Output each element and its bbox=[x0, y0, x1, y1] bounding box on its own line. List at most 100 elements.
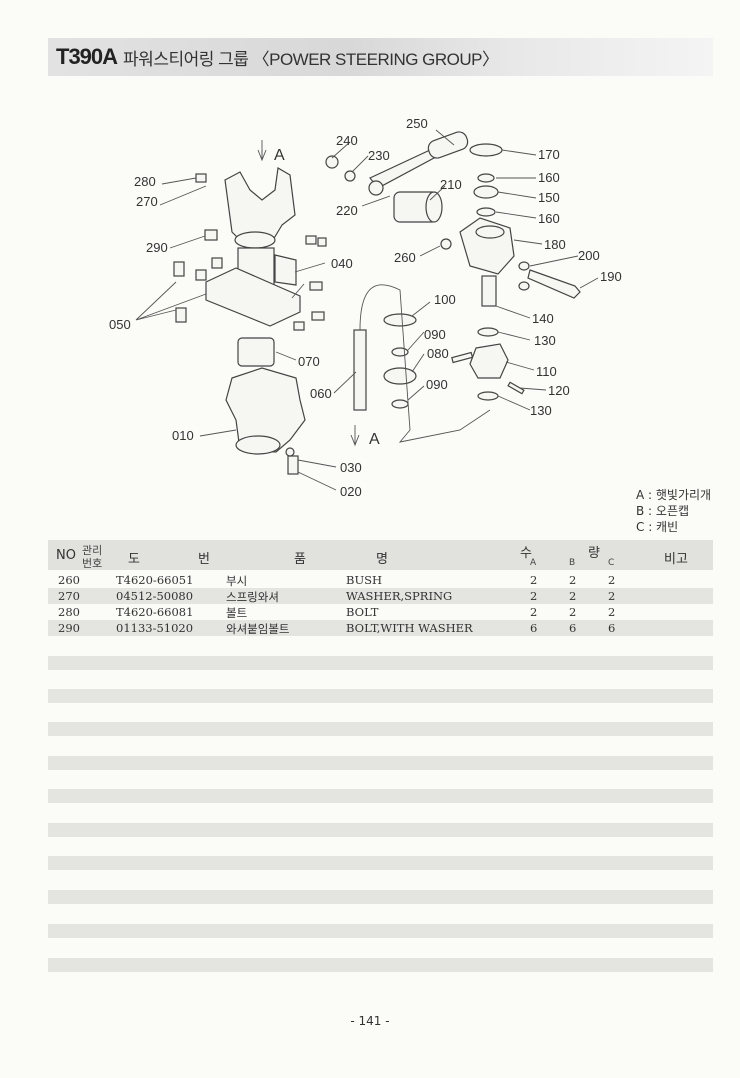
header-qty-2: 량 bbox=[588, 546, 600, 561]
row-qty-c: 6 bbox=[608, 621, 616, 635]
row-qty-c: 2 bbox=[608, 589, 616, 603]
row-part-number: T4620-66051 bbox=[116, 573, 194, 587]
row-english-name: BOLT bbox=[346, 605, 379, 619]
label-130-a: 130 bbox=[534, 333, 556, 348]
label-150: 150 bbox=[538, 190, 560, 205]
label-200: 200 bbox=[578, 248, 600, 263]
table-row bbox=[48, 924, 713, 938]
row-part-number: 01133-51020 bbox=[116, 621, 194, 635]
label-180: 180 bbox=[544, 237, 566, 252]
header-drawing: 도 bbox=[128, 552, 140, 567]
row-english-name: BUSH bbox=[346, 573, 383, 587]
label-090-a: 090 bbox=[424, 327, 446, 342]
table-row bbox=[48, 823, 713, 837]
label-010: 010 bbox=[172, 428, 194, 443]
legend-item-b: B : 오픈캡 bbox=[636, 504, 690, 518]
table-row: 280 T4620-66081 볼트 BOLT 2 2 2 bbox=[48, 604, 713, 620]
row-no: 290 bbox=[58, 621, 80, 635]
table-row bbox=[48, 656, 713, 670]
row-no: 270 bbox=[58, 589, 80, 603]
row-english-name: WASHER,SPRING bbox=[346, 589, 453, 603]
row-qty-a: 2 bbox=[530, 605, 538, 619]
header-col-b: B bbox=[569, 558, 576, 568]
label-060: 060 bbox=[310, 386, 332, 401]
row-qty-a: 6 bbox=[530, 621, 538, 635]
table-row: 270 04512-50080 스프링와셔 WASHER,SPRING 2 2 … bbox=[48, 588, 713, 604]
label-280: 280 bbox=[134, 174, 156, 189]
label-130-b: 130 bbox=[530, 403, 552, 418]
table-row bbox=[48, 856, 713, 870]
row-korean-name: 부시 bbox=[226, 574, 248, 588]
page-title: 파워스티어링 그룹 〈POWER STEERING GROUP〉 bbox=[123, 49, 499, 69]
parts-table-header: NO 관리 번호 도 번 품 명 수 량 A B C 비고 bbox=[48, 540, 713, 570]
header-no: NO bbox=[56, 548, 76, 563]
table-row bbox=[48, 958, 713, 972]
label-210: 210 bbox=[440, 177, 462, 192]
leader-lines bbox=[135, 129, 599, 491]
row-part-number: 04512-50080 bbox=[116, 589, 194, 603]
label-040: 040 bbox=[331, 256, 353, 271]
exploded-parts-diagram: 250 240 230 170 160 150 160 210 280 270 … bbox=[109, 116, 622, 499]
legend-item-c: C : 캐빈 bbox=[636, 520, 679, 534]
row-no: 260 bbox=[58, 573, 80, 587]
row-qty-a: 2 bbox=[530, 573, 538, 587]
table-row bbox=[48, 689, 713, 703]
header-qty-1: 수 bbox=[520, 546, 532, 561]
tilt-lever bbox=[325, 131, 469, 223]
header-mgmt-bottom: 번호 bbox=[82, 557, 103, 570]
table-row bbox=[48, 756, 713, 770]
label-190: 190 bbox=[600, 269, 622, 284]
row-qty-c: 2 bbox=[608, 605, 616, 619]
label-050: 050 bbox=[109, 317, 131, 332]
row-qty-b: 2 bbox=[569, 589, 577, 603]
row-part-number: T4620-66081 bbox=[116, 605, 194, 619]
table-row bbox=[48, 890, 713, 904]
label-270: 270 bbox=[136, 194, 158, 209]
label-100: 100 bbox=[434, 292, 456, 307]
row-english-name: BOLT,WITH WASHER bbox=[346, 621, 473, 635]
row-qty-b: 2 bbox=[569, 573, 577, 587]
label-140: 140 bbox=[532, 311, 554, 326]
arrow-label-a-top: A bbox=[274, 147, 285, 164]
header-item: 품 bbox=[294, 552, 306, 567]
table-row: 260 T4620-66051 부시 BUSH 2 2 2 bbox=[48, 572, 713, 588]
label-250: 250 bbox=[406, 116, 428, 131]
header-col-a: A bbox=[530, 558, 537, 568]
header-name: 명 bbox=[376, 552, 388, 567]
label-260: 260 bbox=[394, 250, 416, 265]
header-remarks: 비고 bbox=[664, 552, 688, 567]
label-070: 070 bbox=[298, 354, 320, 369]
row-korean-name: 볼트 bbox=[226, 606, 248, 620]
table-row: 290 01133-51020 와셔붙임볼트 BOLT,WITH WASHER … bbox=[48, 620, 713, 636]
row-korean-name: 와셔붙임볼트 bbox=[226, 622, 290, 636]
legend-item-a: A : 햇빛가리개 bbox=[636, 488, 712, 502]
label-170: 170 bbox=[538, 147, 560, 162]
header-col-c: C bbox=[608, 558, 615, 568]
row-qty-b: 2 bbox=[569, 605, 577, 619]
label-230: 230 bbox=[368, 148, 390, 163]
label-240: 240 bbox=[336, 133, 358, 148]
table-row bbox=[48, 722, 713, 736]
row-no: 280 bbox=[58, 605, 80, 619]
page-number: - 141 - bbox=[350, 1014, 390, 1028]
label-160-a: 160 bbox=[538, 170, 560, 185]
model-code: T390A bbox=[56, 44, 118, 69]
row-korean-name: 스프링와셔 bbox=[226, 590, 279, 604]
label-120: 120 bbox=[548, 383, 570, 398]
row-qty-b: 6 bbox=[569, 621, 577, 635]
steering-column-bracket bbox=[205, 167, 306, 475]
steering-joint-assembly bbox=[440, 143, 581, 401]
steering-shaft bbox=[353, 313, 417, 411]
label-290: 290 bbox=[146, 240, 168, 255]
label-030: 030 bbox=[340, 460, 362, 475]
part-number-labels: 250 240 230 170 160 150 160 210 280 270 … bbox=[109, 116, 622, 499]
row-qty-c: 2 bbox=[608, 573, 616, 587]
label-110: 110 bbox=[536, 364, 557, 379]
variant-legend: A : 햇빛가리개 B : 오픈캡 C : 캐빈 bbox=[636, 487, 711, 535]
header-mgmt-top: 관리 bbox=[82, 544, 103, 557]
label-080: 080 bbox=[427, 346, 449, 361]
page-title-bar: T390A 파워스티어링 그룹 〈POWER STEERING GROUP〉 bbox=[48, 38, 713, 76]
label-160-b: 160 bbox=[538, 211, 560, 226]
label-220: 220 bbox=[336, 203, 358, 218]
row-qty-a: 2 bbox=[530, 589, 538, 603]
